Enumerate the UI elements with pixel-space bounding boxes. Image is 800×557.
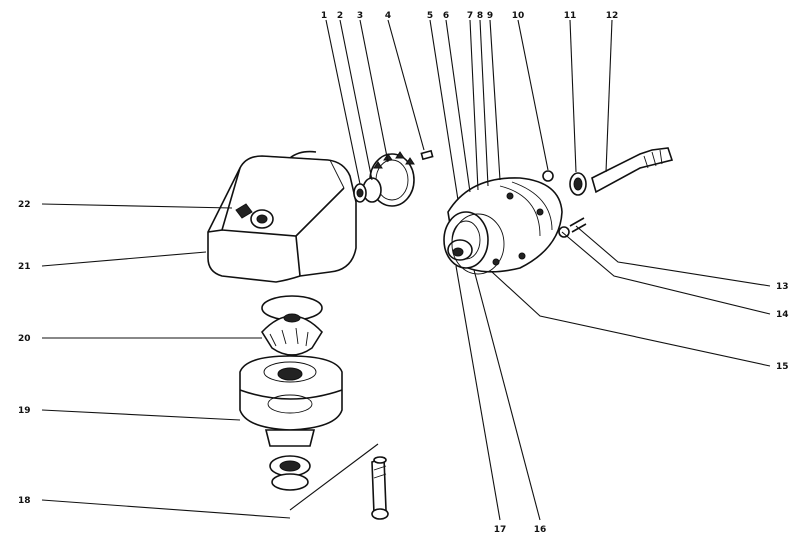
leader-lines	[41, 19, 771, 521]
callout-8: 8	[477, 11, 483, 21]
callout-9: 9	[487, 11, 493, 21]
callout-4: 4	[385, 11, 391, 21]
callout-7: 7	[467, 11, 473, 21]
callout-3: 3	[357, 11, 363, 21]
callout-16: 16	[534, 525, 547, 535]
lower-gear-assembly	[239, 295, 389, 520]
callout-22: 22	[18, 200, 31, 210]
flange-housing-right	[443, 177, 563, 275]
callout-1: 1	[321, 11, 327, 21]
callout-14: 14	[776, 310, 789, 320]
callout-12: 12	[606, 11, 619, 21]
callout-13: 13	[776, 282, 789, 292]
callout-17: 17	[494, 525, 507, 535]
callout-5: 5	[427, 11, 433, 21]
callout-21: 21	[18, 262, 31, 272]
bevel-gear-upper	[353, 151, 415, 207]
key	[420, 149, 434, 161]
shaft-bearing	[542, 147, 674, 238]
callout-2: 2	[337, 11, 343, 21]
callout-19: 19	[18, 406, 31, 416]
callout-15: 15	[776, 362, 789, 372]
gearbox-housing	[207, 150, 357, 283]
callout-18: 18	[18, 496, 31, 506]
callout-10: 10	[512, 11, 525, 21]
callout-labels: 1 2 3 4 5 6 7 8 9 10 11 12 13 14 15 16 1…	[18, 11, 789, 535]
callout-6: 6	[443, 11, 449, 21]
callout-20: 20	[18, 334, 31, 344]
callout-11: 11	[564, 11, 577, 21]
